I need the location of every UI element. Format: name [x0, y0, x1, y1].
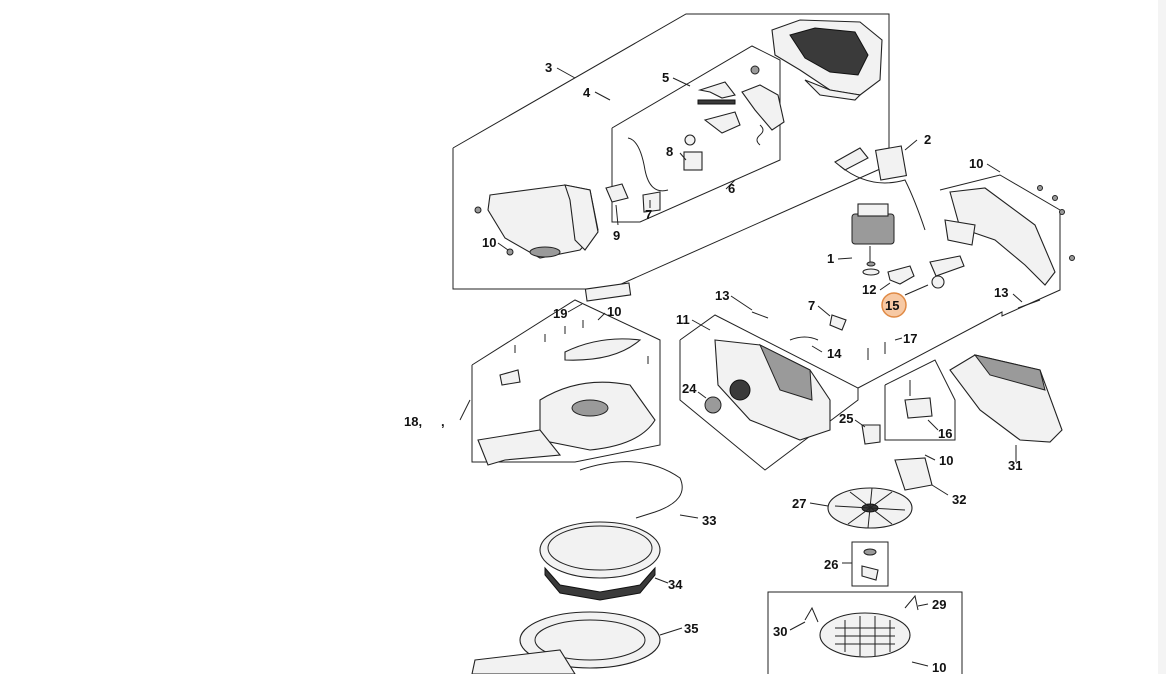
label-33[interactable]: 33	[702, 513, 716, 528]
right-housing-part	[944, 185, 1075, 286]
box-26-part	[851, 541, 889, 587]
label-9[interactable]: 9	[613, 228, 620, 243]
strap-33-part	[579, 461, 683, 519]
sensor-15-knob	[931, 275, 945, 289]
label-13a[interactable]: 13	[715, 288, 729, 303]
label-12[interactable]: 12	[862, 282, 876, 297]
label-7b[interactable]: 7	[808, 298, 815, 313]
screws-17-part	[867, 342, 886, 360]
bearing-24-part	[704, 396, 722, 414]
label-25[interactable]: 25	[839, 411, 853, 426]
cover-35-part	[471, 611, 661, 674]
label-19[interactable]: 19	[553, 306, 567, 321]
label-6[interactable]: 6	[728, 181, 735, 196]
sensor-7-part	[642, 191, 661, 213]
label-5[interactable]: 5	[662, 70, 669, 85]
gasket-part	[564, 338, 642, 361]
label-34[interactable]: 34	[668, 577, 683, 592]
blower-housing-part	[477, 381, 656, 466]
washer-26-part	[863, 548, 877, 556]
label-29[interactable]: 29	[932, 597, 946, 612]
fan-housing-11-part	[714, 339, 831, 441]
spring-29-part	[904, 594, 919, 611]
label-1[interactable]: 1	[827, 251, 834, 266]
label-18[interactable]: 18,	[404, 414, 422, 429]
label-10c[interactable]: 10	[607, 304, 621, 319]
label-14[interactable]: 14	[827, 346, 842, 361]
label-16[interactable]: 16	[938, 426, 952, 441]
label-4[interactable]: 4	[583, 85, 591, 100]
cover-31-part	[949, 354, 1063, 443]
label-26[interactable]: 26	[824, 557, 838, 572]
assembly-box-16	[884, 359, 956, 441]
label-15[interactable]: 15	[885, 298, 899, 313]
label-3[interactable]: 3	[545, 60, 552, 75]
label-13b[interactable]: 13	[994, 285, 1008, 300]
assembly-box-right	[857, 174, 1061, 389]
spring-30-part	[804, 606, 819, 623]
screws-10-part	[514, 320, 649, 364]
assembly-box-29	[767, 591, 963, 674]
assembly-box-18	[471, 299, 661, 463]
pin-13a-part	[751, 311, 769, 319]
label-7a[interactable]: 7	[645, 207, 652, 222]
ring-34-part	[539, 521, 661, 601]
label-32[interactable]: 32	[952, 492, 966, 507]
wire-harness-part	[834, 145, 926, 231]
grill-29-part	[819, 612, 911, 658]
clip-small-part	[499, 369, 521, 386]
label-30[interactable]: 30	[773, 624, 787, 639]
motor-armature-part	[851, 203, 895, 276]
leader-lines	[459, 67, 1023, 667]
spring-14-part	[789, 336, 819, 341]
bracket-32-part	[894, 457, 933, 491]
label-10b[interactable]: 10	[969, 156, 983, 171]
label-35[interactable]: 35	[684, 621, 698, 636]
label-18-comma: ,	[441, 414, 445, 429]
part-labels: 3 4 5 2 8 6 7 9 10 10 1 12 15 13 13 7 11…	[404, 60, 1022, 674]
label-31[interactable]: 31	[1008, 458, 1022, 473]
pin-13-part	[1017, 299, 1041, 309]
handle-parts	[684, 65, 785, 146]
label-11[interactable]: 11	[676, 312, 690, 327]
label-10a[interactable]: 10	[482, 235, 496, 250]
plate-12-part	[887, 265, 915, 285]
label-27[interactable]: 27	[792, 496, 806, 511]
left-housing-part	[474, 184, 599, 259]
switch-16-part	[904, 397, 933, 419]
pin-26-part	[861, 565, 879, 581]
label-19-part	[584, 282, 632, 302]
fan-27-part	[827, 487, 913, 529]
highlight-marker[interactable]	[881, 292, 907, 318]
assembly-box-11	[679, 314, 859, 471]
clip-25-part	[861, 424, 881, 445]
switch-wire-part	[627, 137, 703, 192]
sensor-15-part	[929, 255, 965, 277]
label-17[interactable]: 17	[903, 331, 917, 346]
label-10d[interactable]: 10	[939, 453, 953, 468]
clip-7-part	[829, 314, 847, 331]
label-24[interactable]: 24	[682, 381, 697, 396]
label-2[interactable]: 2	[924, 132, 931, 147]
label-10e[interactable]: 10	[932, 660, 946, 674]
label-8[interactable]: 8	[666, 144, 673, 159]
bracket-9-part	[605, 183, 629, 203]
scrollbar-track[interactable]	[1158, 0, 1166, 674]
housing-shell-part	[771, 19, 883, 101]
